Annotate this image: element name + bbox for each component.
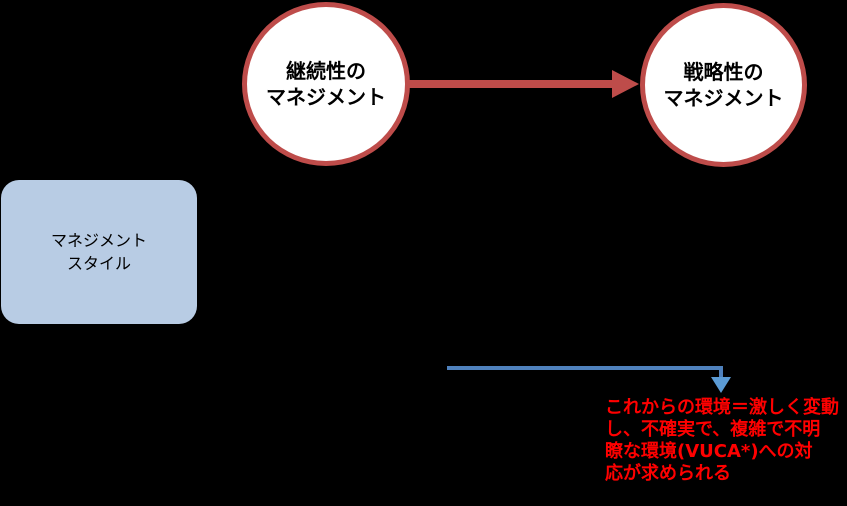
node-strategic-label-line2: マネジメント xyxy=(663,86,784,110)
node-continuity-label-line1: 継続性の xyxy=(286,59,366,83)
vuca-note-line3: 瞭な環境(VUCA*)への対 xyxy=(605,441,813,462)
management-style-box: マネジメント スタイル xyxy=(1,180,197,324)
vuca-note-line4: 応が求められる xyxy=(605,463,731,484)
node-strategic-management: 戦略性の マネジメント xyxy=(640,3,807,167)
node-continuity-management: 継続性の マネジメント xyxy=(242,2,410,166)
node-strategic-label-line1: 戦略性の xyxy=(683,60,764,84)
transition-arrow-shaft xyxy=(408,80,612,88)
management-style-label-line1: マネジメント xyxy=(50,231,147,250)
vuca-note-line2: し、不確実で、複雑で不明 xyxy=(605,419,821,440)
vuca-annotation-note: これからの環境＝激しく変動 し、不確実で、複雑で不明 瞭な環境(VUCA*)への… xyxy=(605,397,847,485)
node-continuity-label-line2: マネジメント xyxy=(266,85,386,109)
pointer-elbow-arrow-icon xyxy=(447,366,731,393)
transition-arrow-head-icon xyxy=(612,70,639,98)
management-style-label-line2: スタイル xyxy=(66,254,131,273)
vuca-note-line1: これからの環境＝激しく変動 xyxy=(605,397,839,418)
